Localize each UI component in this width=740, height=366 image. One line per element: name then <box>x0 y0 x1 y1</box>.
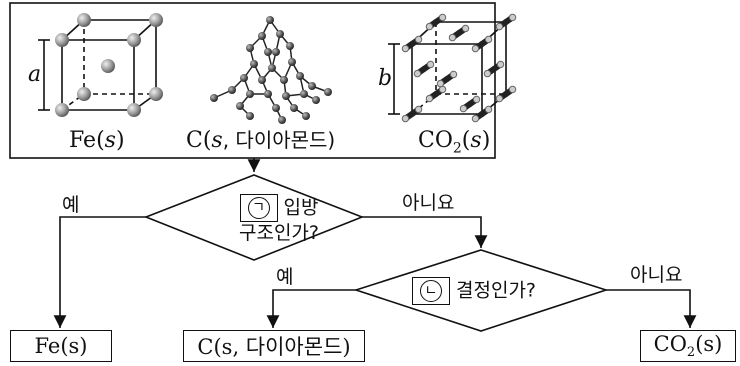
diamond-structure-label: C(s, 다이아몬드) <box>186 128 336 153</box>
marker-box-2: ㄴ <box>412 277 450 305</box>
fe-bcc-cube <box>38 19 157 111</box>
decision1-no-label: 아니요 <box>402 192 455 214</box>
decision1-yes-label: 예 <box>62 194 80 216</box>
result-diamond-label: C(s, 다이아몬드) <box>197 335 351 359</box>
decision1-yes-line <box>53 216 146 328</box>
fe-atoms <box>55 13 163 117</box>
marker-circle-2: ㄴ <box>420 280 442 302</box>
decision2-no-line <box>606 289 697 328</box>
diamond-atoms <box>210 16 332 124</box>
co2-molecules <box>401 13 517 123</box>
result-diamond-box: C(s, 다이아몬드) <box>183 330 365 362</box>
marker-box-1: ㄱ <box>239 194 278 222</box>
co2-edge-label: b <box>378 66 393 91</box>
decision2-yes-line <box>266 289 356 328</box>
decision1-no-line <box>362 216 488 248</box>
result-fe-box: Fe(s) <box>10 330 112 362</box>
structures-frame <box>9 2 496 159</box>
decision2-no-label: 아니요 <box>630 264 683 286</box>
result-co2-box: CO2(s) <box>640 330 736 362</box>
decision2-diamond <box>353 249 609 332</box>
result-co2-label: CO2(s) <box>653 331 723 361</box>
fe-structure-label: Fe(s) <box>69 128 125 153</box>
decision2-yes-label: 예 <box>276 266 294 288</box>
co2-structure-label: CO2(s) <box>418 128 491 157</box>
marker-circle-1: ㄱ <box>247 197 270 219</box>
fe-edge-label: a <box>28 62 42 87</box>
result-fe-label: Fe(s) <box>34 334 88 358</box>
